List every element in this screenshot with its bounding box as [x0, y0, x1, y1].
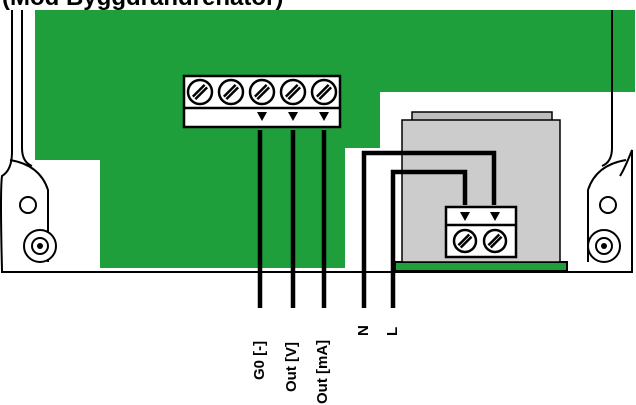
- label-n: N: [355, 325, 372, 336]
- signal-terminal-screw: [310, 78, 338, 106]
- signal-terminal-screw: [248, 78, 276, 106]
- label-g0: G0 [-]: [251, 340, 268, 380]
- left-screw-center: [37, 243, 43, 249]
- label-l: L: [384, 326, 401, 336]
- power-terminal-arrow: [460, 212, 470, 221]
- label-out-v: Out [V]: [283, 342, 300, 392]
- right-screw-hole: [599, 196, 617, 214]
- diagram-title: (Mod Byggdrandrenator): [2, 0, 283, 10]
- pcb-strip: [394, 261, 568, 272]
- left-screw-hole: [19, 196, 37, 214]
- right-mount-housing: [587, 159, 627, 262]
- signal-terminal-screw: [279, 78, 307, 106]
- transformer-body: [401, 119, 561, 263]
- signal-terminal-arrow: [257, 112, 267, 121]
- wire-n: [361, 150, 497, 308]
- signal-terminal-screw: [217, 78, 245, 106]
- power-terminal-arrow: [490, 212, 500, 221]
- wire-l: [390, 169, 468, 308]
- right-screw-center: [601, 243, 607, 249]
- housing-outline: [0, 10, 633, 273]
- left-mount-housing: [9, 159, 49, 262]
- signal-terminal-arrow: [319, 112, 329, 121]
- housing-inner-right: [601, 10, 613, 167]
- pcb-board: [35, 10, 635, 268]
- signal-terminal-screw: [186, 78, 214, 106]
- power-terminal-screw: [482, 228, 508, 254]
- housing-inner-left: [21, 10, 33, 167]
- label-out-ma: Out [mA]: [314, 339, 331, 404]
- power-terminal-screw: [452, 228, 478, 254]
- signal-terminal-arrow: [288, 112, 298, 121]
